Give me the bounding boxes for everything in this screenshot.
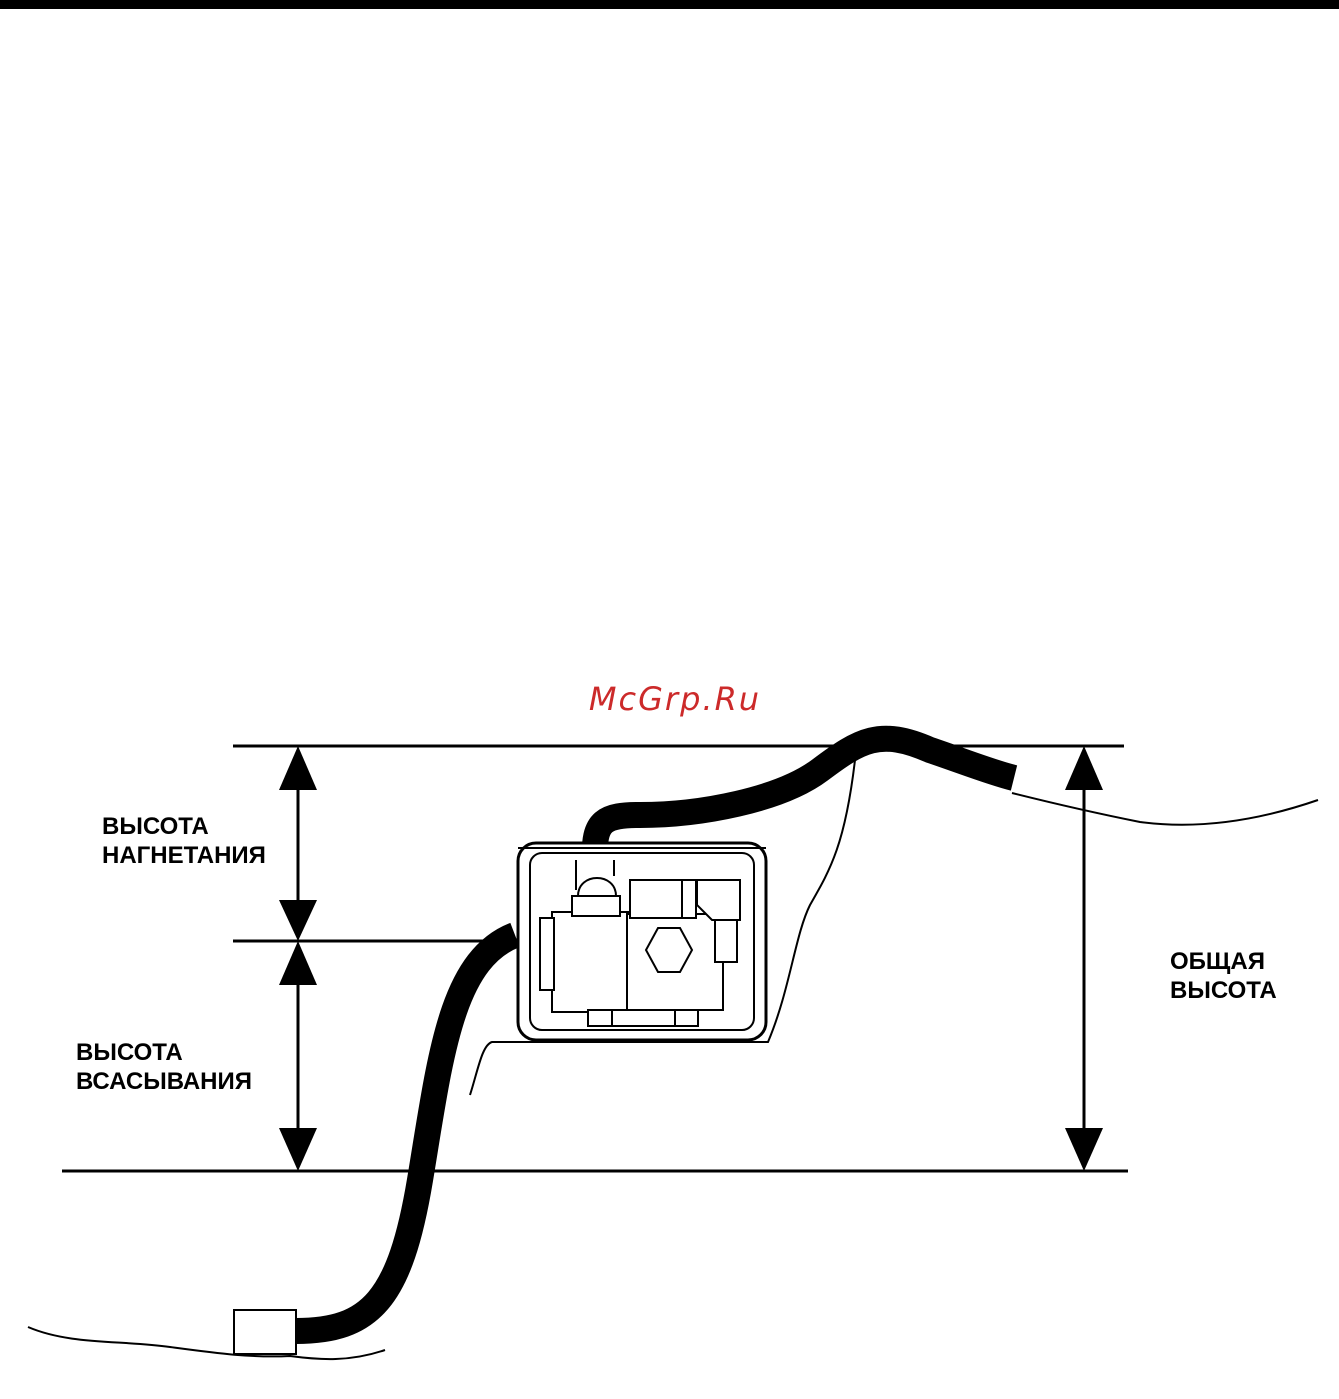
suction-head-label: ВЫСОТА ВСАСЫВАНИЯ	[76, 1038, 252, 1096]
suction-head-arrow	[279, 941, 317, 1171]
discharge-head-label-line2: НАГНЕТАНИЯ	[102, 841, 266, 870]
total-head-label: ОБЩАЯ ВЫСОТА	[1170, 947, 1277, 1005]
pump-base	[588, 1010, 698, 1026]
fuel-tank	[630, 880, 682, 918]
discharge-head-arrow	[279, 746, 317, 941]
strainer	[234, 1310, 296, 1354]
total-head-label-line1: ОБЩАЯ	[1170, 947, 1277, 976]
suction-hose	[296, 935, 515, 1331]
total-head-label-line2: ВЫСОТА	[1170, 976, 1277, 1005]
pump-housing	[552, 912, 632, 1012]
pump-unit	[518, 843, 766, 1040]
suction-head-label-line1: ВЫСОТА	[76, 1038, 252, 1067]
watermark: McGrp.Ru	[560, 680, 790, 718]
discharge-head-label: ВЫСОТА НАГНЕТАНИЯ	[102, 812, 266, 870]
suction-head-label-line2: ВСАСЫВАНИЯ	[76, 1067, 252, 1096]
upper-ground-line	[1012, 793, 1318, 825]
discharge-head-label-line1: ВЫСОТА	[102, 812, 266, 841]
